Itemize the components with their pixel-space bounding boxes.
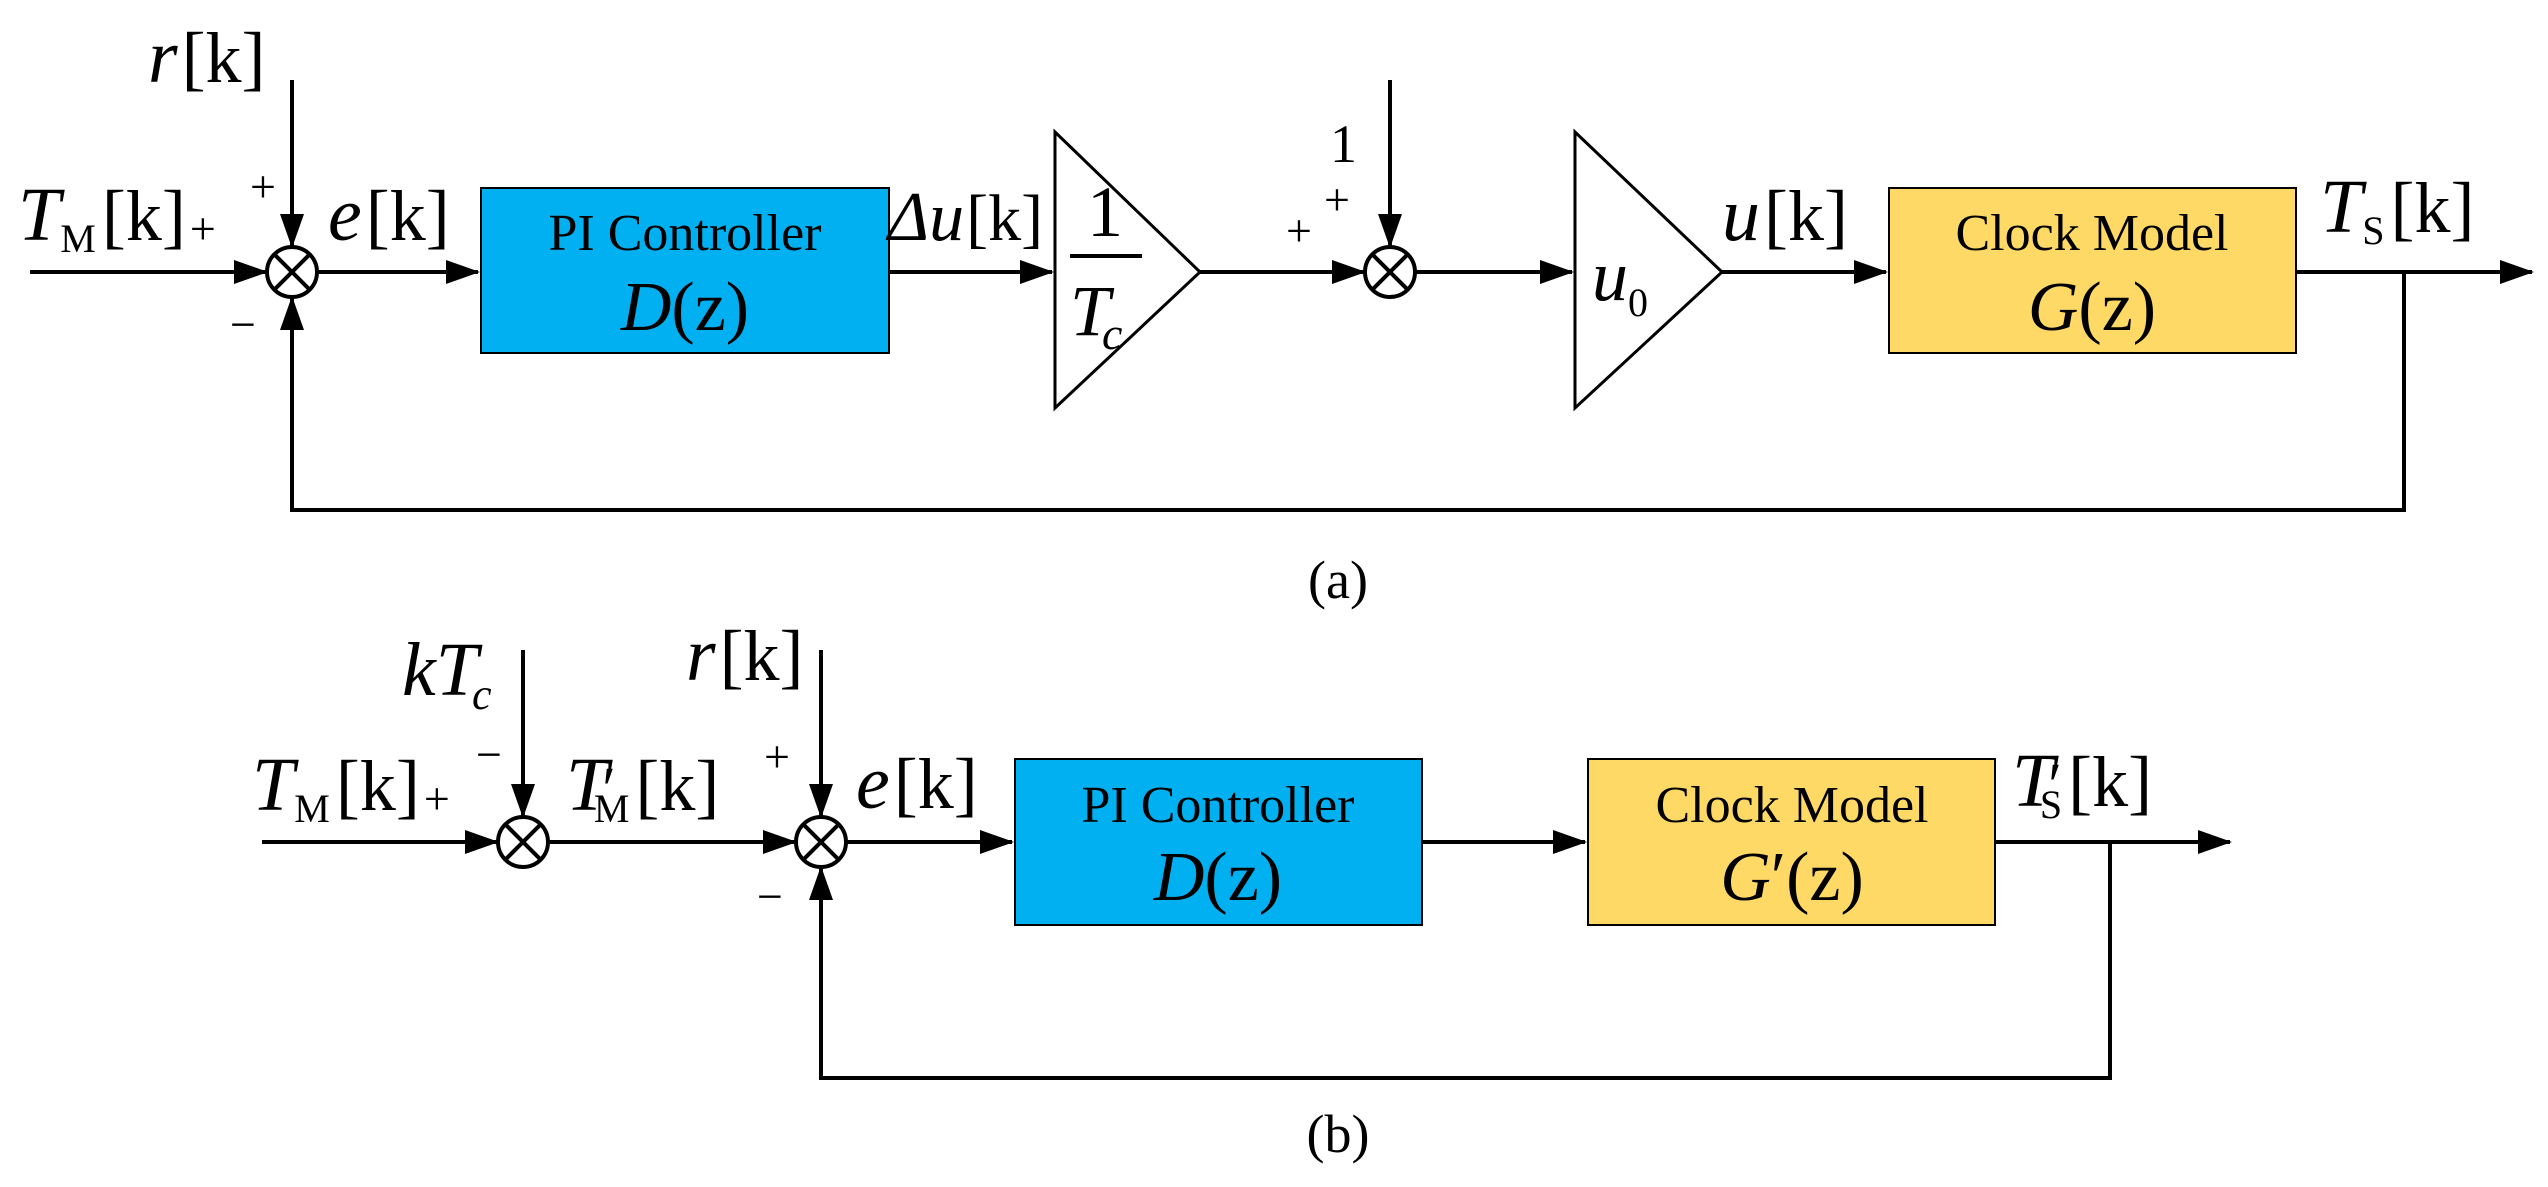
u-label-a: u[k] xyxy=(1722,173,1848,257)
controller-D-b: D xyxy=(1153,839,1205,916)
gain-u0-a: u0 xyxy=(1573,128,1725,412)
svg-text:u0: u0 xyxy=(1592,236,1648,325)
model-G-b: G xyxy=(1720,839,1771,916)
controller-z-a: (z) xyxy=(671,269,749,346)
diagram-b: PI Controller D(z) Clock Model G′(z) TM[… xyxy=(252,613,2232,1164)
error-label-b: e[k] xyxy=(856,741,978,825)
svg-text:G(z): G(z) xyxy=(2028,269,2156,346)
controller-z-b: (z) xyxy=(1204,839,1282,916)
sum2-left-sign-a: + xyxy=(1286,205,1312,256)
sum2-top-sign-a: + xyxy=(1324,174,1350,225)
model-title-b: Clock Model xyxy=(1656,777,1929,834)
offset-sign-b: − xyxy=(476,729,502,780)
gain2-u: u xyxy=(1592,236,1628,316)
ref-sign-b: + xyxy=(764,731,790,782)
feedback-sign-a: − xyxy=(230,299,256,350)
feedback-wire-b xyxy=(809,842,2112,1080)
pi-controller-block-b: PI Controller D(z) xyxy=(1014,758,1423,926)
controller-rect-b xyxy=(1014,758,1423,926)
svg-text:G′(z): G′(z) xyxy=(1720,839,1864,916)
gain2-sub: 0 xyxy=(1628,280,1648,325)
summing-junction-b1 xyxy=(496,815,550,869)
gain-1-over-tc-a: 1 Tc xyxy=(1053,128,1203,412)
feedback-sign-b: − xyxy=(757,871,783,922)
sum2-top-value-a: 1 xyxy=(1330,114,1357,174)
controller-title-b: PI Controller xyxy=(1082,777,1355,834)
ref-sign-a: + xyxy=(250,161,276,212)
mid-label-b: T′M[k] xyxy=(566,743,719,831)
summing-junction-a2 xyxy=(1363,245,1417,299)
gain1-numerator: 1 xyxy=(1087,172,1123,252)
controller-title-a: PI Controller xyxy=(549,205,822,262)
svg-text:D(z): D(z) xyxy=(620,269,749,346)
delta-u-label-a: Δu[k] xyxy=(885,179,1043,256)
clock-model-block-b: Clock Model G′(z) xyxy=(1587,758,1996,926)
error-label-a: e[k] xyxy=(328,173,450,257)
feedback-wire-a xyxy=(280,272,2406,512)
svg-text:D(z): D(z) xyxy=(1153,839,1282,916)
caption-a: (a) xyxy=(1308,550,1368,610)
summing-junction-b2 xyxy=(794,815,848,869)
diagram-a: PI Controller D(z) 1 Tc u0 xyxy=(18,15,2534,610)
svg-text:Tc: Tc xyxy=(1070,271,1122,359)
offset-label-b: kTc xyxy=(402,628,492,719)
controller-rect-a xyxy=(480,187,890,354)
model-rect-a xyxy=(1888,187,2297,354)
gain1-den-T: T xyxy=(1070,271,1115,351)
clock-model-block-a: Clock Model G(z) xyxy=(1888,187,2297,354)
output-label-b: T′S[k] xyxy=(2012,739,2152,827)
model-G-a: G xyxy=(2028,269,2079,346)
model-title-a: Clock Model xyxy=(1956,205,2229,262)
model-z-b: (z) xyxy=(1786,839,1864,916)
caption-b: (b) xyxy=(1307,1104,1370,1164)
output-label-a: TS[k] xyxy=(2320,165,2474,253)
model-prime-b: ′ xyxy=(1771,839,1786,916)
summing-junction-a1 xyxy=(265,245,319,299)
input-label-b: TM[k]+ xyxy=(252,743,450,831)
ref-label-b: r[k] xyxy=(686,613,804,697)
model-z-a: (z) xyxy=(2078,269,2156,346)
model-rect-b xyxy=(1587,758,1996,926)
input-label-a: TM[k]+ xyxy=(18,173,216,261)
pi-controller-block-a: PI Controller D(z) xyxy=(480,187,890,354)
gain1-den-sub: c xyxy=(1102,308,1122,359)
ref-label-a: r[k] xyxy=(148,15,266,99)
controller-D-a: D xyxy=(620,269,672,346)
